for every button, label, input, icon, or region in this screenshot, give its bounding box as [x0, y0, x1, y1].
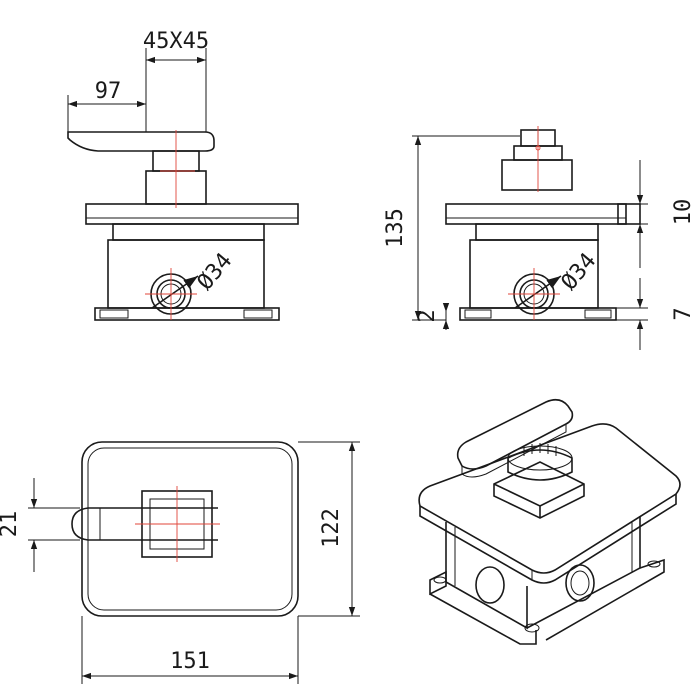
dim-base-gap-label: 2: [415, 309, 440, 322]
iso-square-stem: [493, 461, 585, 519]
dim-lever-length-label: 97: [95, 79, 122, 104]
lever-handle: [67, 131, 215, 152]
dim-square-stem: 45X45: [143, 29, 209, 132]
lever-top: [71, 507, 218, 541]
dim-total-height-label: 135: [383, 208, 408, 248]
dim-square-stem-label: 45X45: [143, 29, 209, 54]
dim-plate-thickness-label: 10: [671, 199, 696, 226]
flange-slot-right: [243, 309, 273, 319]
inlet-port-side: Ø34: [513, 249, 602, 315]
dim-inlet-side-label: Ø34: [557, 249, 602, 296]
flange-slot-left: [99, 309, 129, 319]
dim-base-gap: 2: [415, 303, 450, 330]
iso-box: [445, 516, 641, 630]
side-view: 135 2 Ø34: [383, 126, 696, 350]
dim-plate-width: 151: [81, 616, 299, 684]
inlet-port-front: Ø34: [150, 249, 238, 315]
cover-plate-side: [445, 203, 627, 225]
dim-handle-width: 21: [0, 478, 80, 572]
dim-plate-thickness: 10: [626, 160, 696, 268]
box-flange: [94, 307, 280, 321]
dim-plate-height: 122: [298, 441, 360, 617]
iso-plate-top: [418, 423, 681, 574]
dim-handle-width-label: 21: [0, 511, 22, 538]
dim-plate-height-label: 122: [319, 508, 344, 548]
iso-lever: [456, 398, 574, 470]
dim-flange-thickness-label: 7: [671, 307, 696, 320]
iso-flange: [429, 570, 537, 645]
top-view: 21 122 151: [0, 441, 360, 684]
box-collar: [112, 223, 265, 241]
plate-edge: [617, 203, 641, 225]
iso-port-right: [565, 564, 595, 602]
box-body: [107, 239, 265, 309]
dim-lever-length: 97: [67, 79, 146, 135]
dim-inlet-front-label: Ø34: [193, 249, 238, 296]
front-view: 45X45 97 Ø34: [67, 29, 299, 321]
cover-plate: [85, 203, 299, 225]
dim-plate-width-label: 151: [170, 649, 210, 674]
box-collar-side: [475, 223, 599, 241]
dim-total-height: 135: [383, 135, 520, 321]
isometric-view: [418, 398, 681, 645]
iso-port-left: [475, 566, 505, 604]
stem-side-lower: [501, 159, 573, 191]
dim-flange-thickness: 7: [616, 278, 696, 350]
cover-plate-top: [81, 441, 299, 617]
